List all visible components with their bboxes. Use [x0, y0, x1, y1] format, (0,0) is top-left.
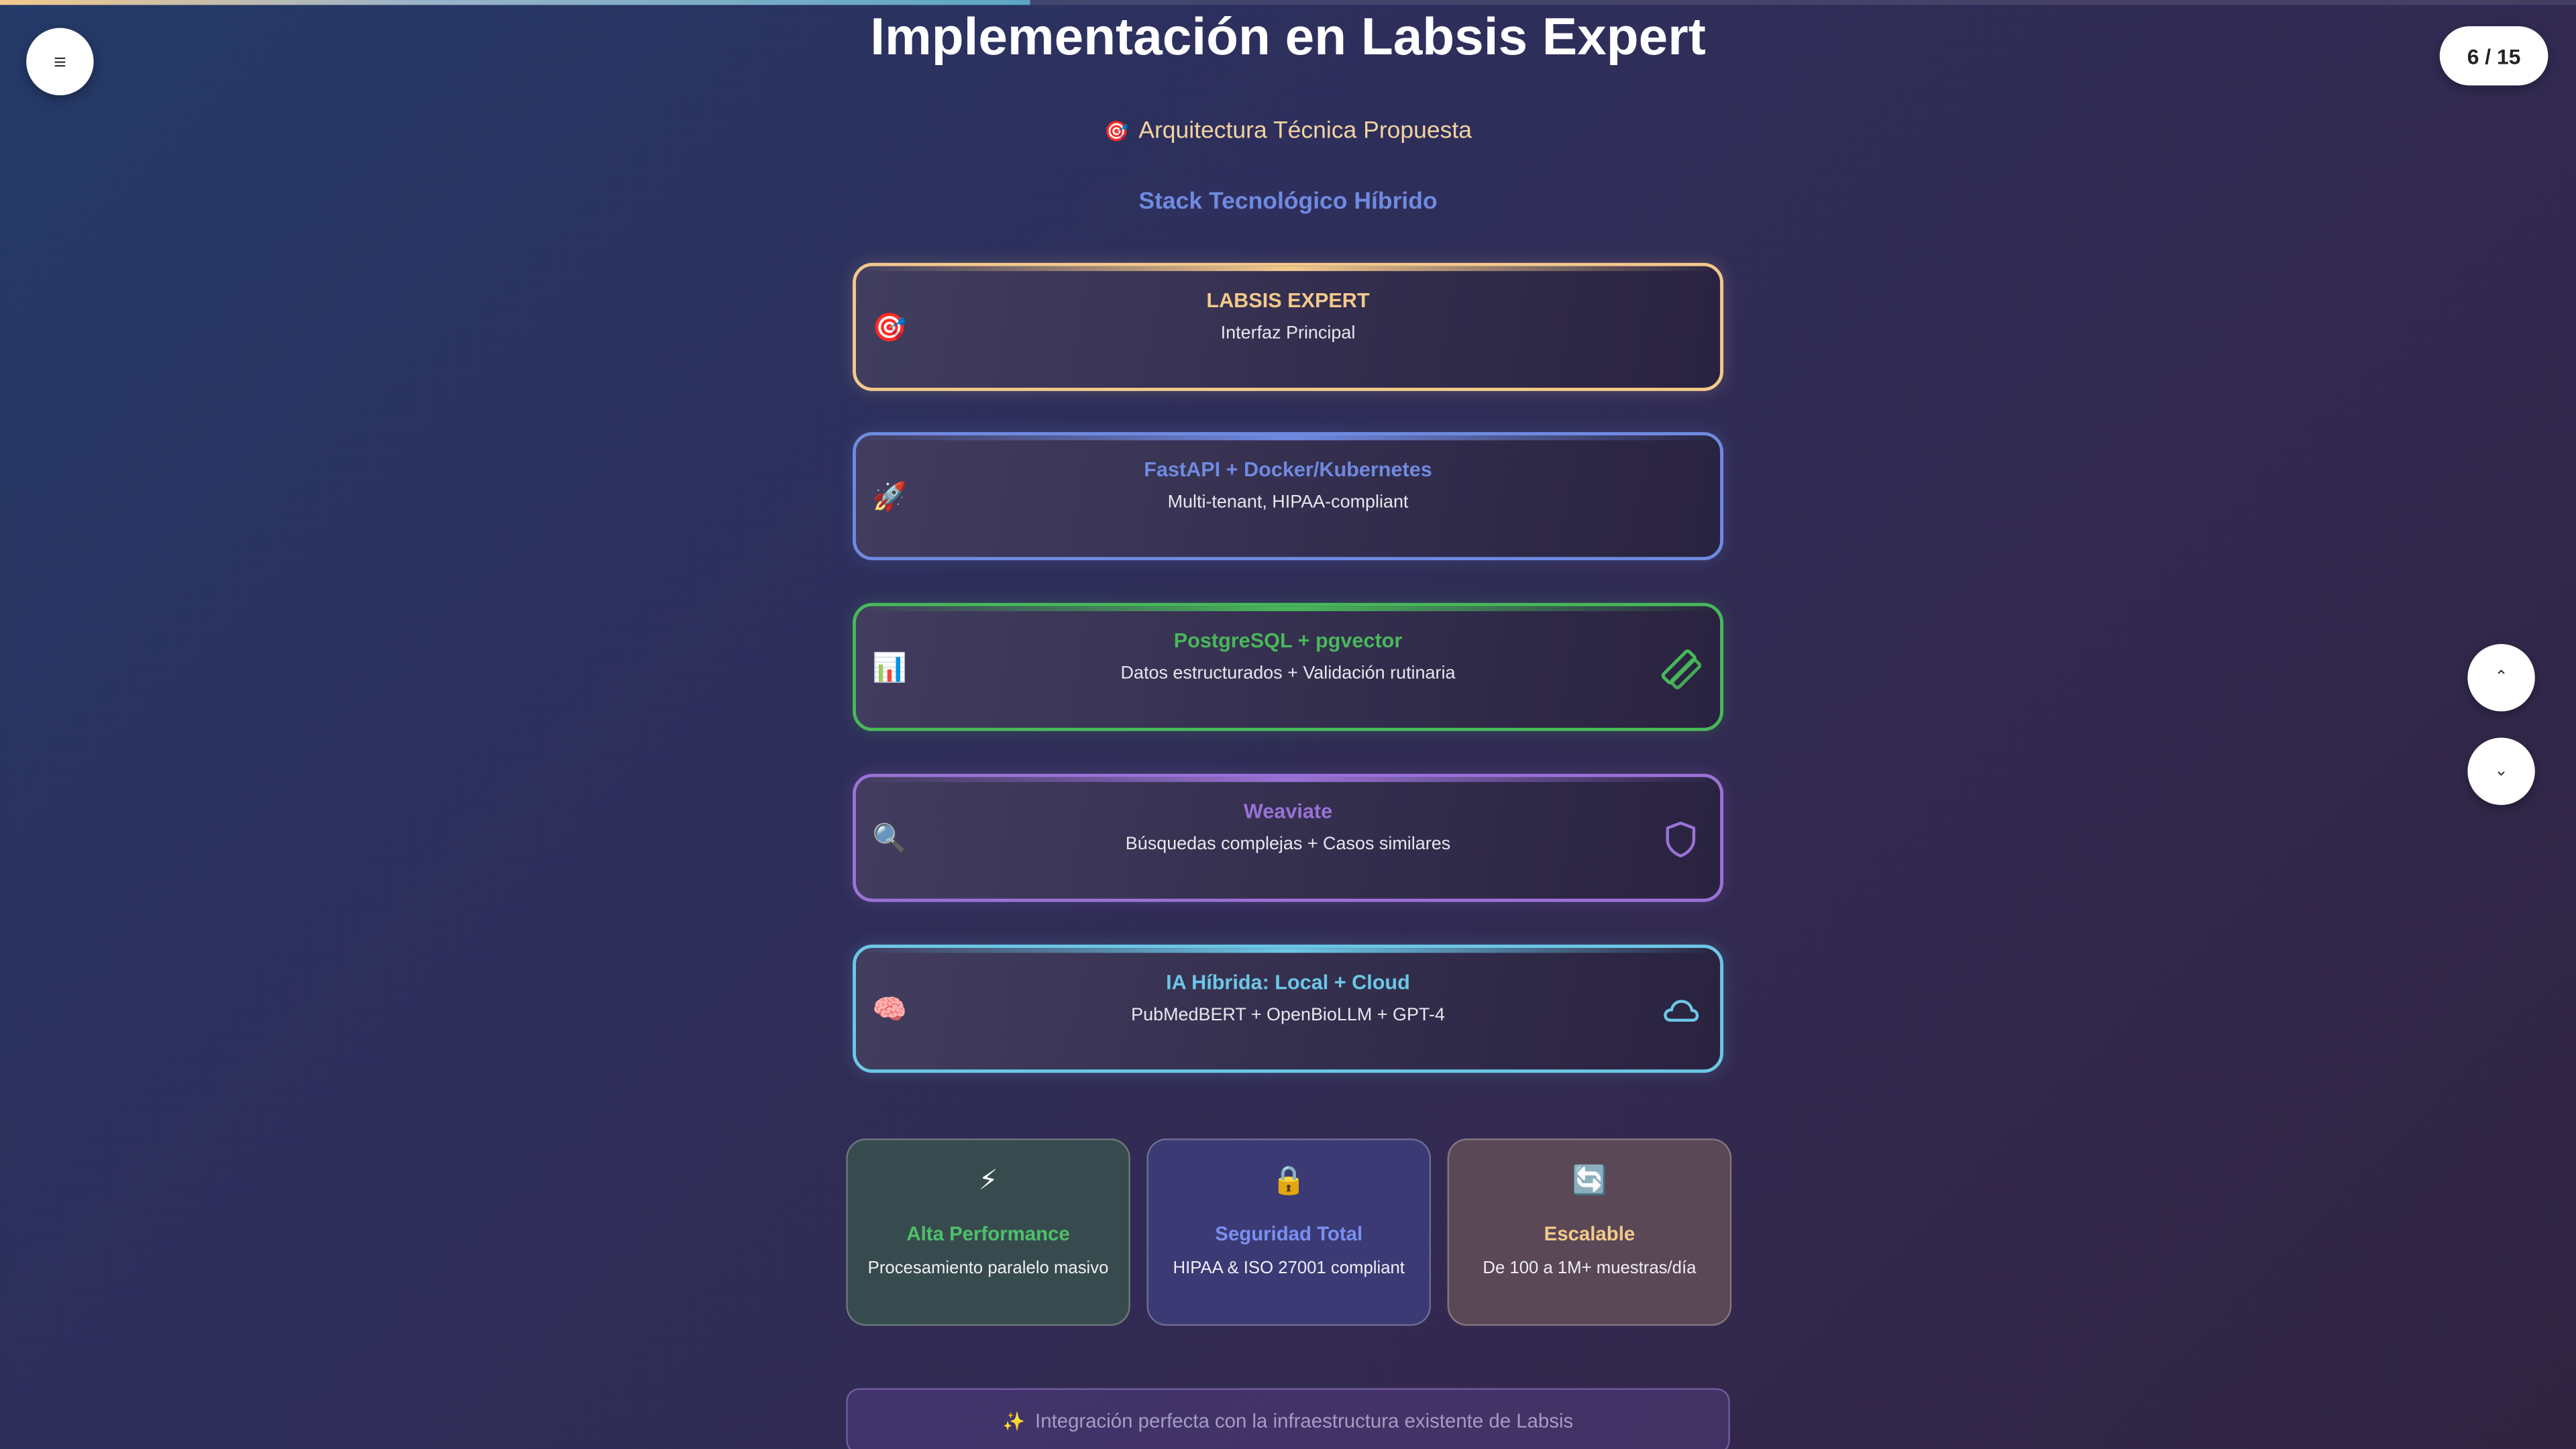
bar-chart-icon: 📊 — [872, 652, 908, 684]
brain-icon: 🧠 — [872, 994, 908, 1026]
layer-description: PubMedBERT + OpenBioLLM + GPT-4 — [1131, 1005, 1445, 1026]
page-counter: 6 / 15 — [2439, 26, 2548, 86]
sparkles-icon: ✨ — [1002, 1413, 1026, 1433]
layer-title: FastAPI + Docker/Kubernetes — [1144, 458, 1432, 482]
layer-title: Weaviate — [1243, 800, 1333, 823]
database-icon — [1661, 649, 1702, 690]
layer-description: Búsquedas complejas + Casos similares — [1125, 835, 1451, 855]
footer-banner: ✨ Integración perfecta con la infraestruc… — [846, 1388, 1730, 1449]
layer-description: Multi-tenant, HIPAA-compliant — [1167, 492, 1409, 513]
menu-button[interactable]: ≡ — [26, 28, 94, 96]
feature-description: De 100 a 1M+ muestras/día — [1483, 1258, 1697, 1279]
stack-layer-weaviate: 🔍 Weaviate Búsquedas complejas + Casos s… — [853, 773, 1724, 902]
feature-card-security: 🔒 Seguridad Total HIPAA & ISO 27001 comp… — [1146, 1138, 1432, 1326]
previous-slide-button[interactable]: ⌃ — [2467, 644, 2535, 712]
stack-layer-labsis-expert: 🎯 LABSIS EXPERT Interfaz Principal — [853, 262, 1724, 391]
page-title: Implementación en Labsis Expert — [870, 6, 1706, 66]
layer-title: PostgreSQL + pgvector — [1173, 629, 1403, 653]
section-heading: Stack Tecnológico Híbrido — [1138, 189, 1438, 215]
feature-title: Seguridad Total — [1215, 1222, 1363, 1246]
stack-layer-postgresql: 📊 PostgreSQL + pgvector Datos estructura… — [853, 602, 1724, 731]
next-slide-button[interactable]: ⌄ — [2467, 737, 2535, 806]
layer-title: IA Híbrida: Local + Cloud — [1166, 971, 1410, 994]
progress-fill — [0, 0, 1030, 5]
target-icon: 🎯 — [872, 312, 908, 343]
target-icon: 🎯 — [1104, 119, 1129, 144]
rocket-icon: 🚀 — [872, 481, 908, 513]
lightning-icon: ⚡ — [978, 1165, 998, 1196]
menu-icon: ≡ — [54, 49, 66, 74]
subtitle-text: Arquitectura Técnica Propuesta — [1138, 118, 1472, 145]
progress-bar — [0, 0, 2576, 5]
layer-accent-line — [855, 435, 1721, 441]
stack-layer-fastapi: 🚀 FastAPI + Docker/Kubernetes Multi-tena… — [853, 432, 1724, 561]
chevron-down-icon: ⌄ — [2494, 762, 2508, 781]
layer-accent-line — [855, 266, 1721, 272]
shield-icon — [1666, 821, 1696, 858]
layer-title: LABSIS EXPERT — [1206, 289, 1370, 313]
feature-title: Escalable — [1544, 1222, 1635, 1246]
subtitle: 🎯 Arquitectura Técnica Propuesta — [0, 118, 2576, 144]
feature-description: Procesamiento paralelo masivo — [867, 1258, 1109, 1279]
feature-description: HIPAA & ISO 27001 compliant — [1173, 1258, 1405, 1279]
layer-description: Interfaz Principal — [1220, 323, 1356, 343]
lock-icon: 🔒 — [1271, 1165, 1307, 1196]
cloud-icon — [1664, 1000, 1699, 1022]
feature-title: Alta Performance — [906, 1222, 1070, 1246]
chevron-up-icon: ⌃ — [2494, 668, 2508, 687]
layer-accent-line — [855, 948, 1721, 953]
footer-text: Integración perfecta con la infraestruct… — [1035, 1409, 1574, 1433]
layer-accent-line — [855, 606, 1721, 612]
layer-accent-line — [855, 777, 1721, 782]
magnifier-icon: 🔍 — [872, 822, 908, 855]
feature-card-performance: ⚡ Alta Performance Procesamiento paralel… — [846, 1138, 1130, 1326]
stack-layer-ia-hibrida: 🧠 IA Híbrida: Local + Cloud PubMedBERT +… — [853, 945, 1724, 1073]
refresh-icon: 🔄 — [1572, 1165, 1607, 1196]
feature-card-scalable: 🔄 Escalable De 100 a 1M+ muestras/día — [1447, 1138, 1732, 1326]
layer-description: Datos estructurados + Validación rutinar… — [1120, 663, 1456, 684]
